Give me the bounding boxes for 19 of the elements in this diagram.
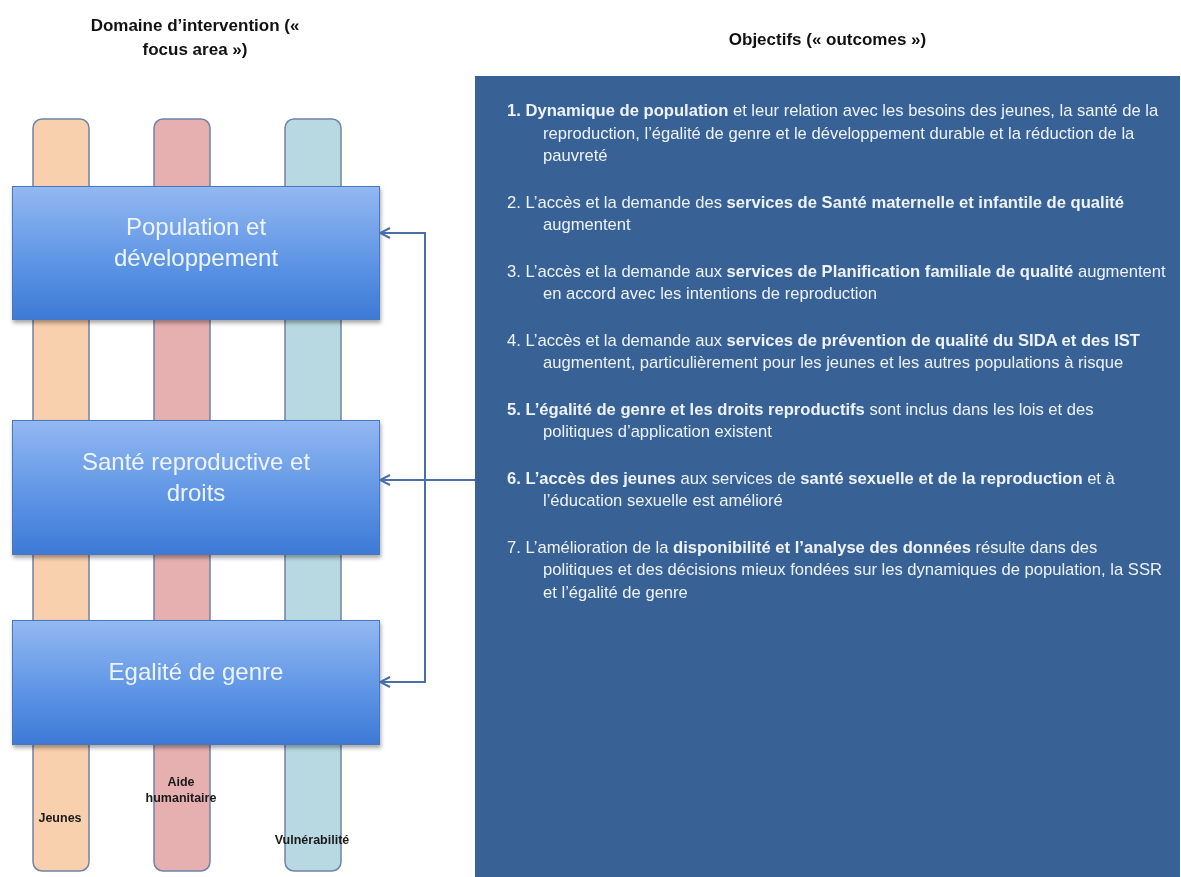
panel-heading: Objectifs (« outcomes »): [727, 29, 928, 51]
pillar-label: Vulnérabilité: [273, 832, 351, 848]
band-label: Santé reproductive et droits: [80, 446, 312, 508]
connector-arrow: [379, 479, 476, 688]
outcome-item: 3. L’accès et la demande aux services de Planification familiale de qualité augmentent en accord avec les intentions de reproduction: [507, 260, 1166, 305]
column-heading: Domaine d’intervention (« focus area »): [89, 15, 301, 61]
band-label: Egalité de genre: [107, 657, 285, 687]
outcome-item: 1. Dynamique de population et leur relation avec les besoins des jeunes, la santé de la reproduction, l’égalité de genre et le développement durable et la réduction de la pauvreté: [507, 100, 1160, 167]
focus-area-band: [12, 186, 380, 320]
outcome-item: 2. L’accès et la demande des services de Santé maternelle et infantile de qualité augmentent: [507, 191, 1126, 236]
focus-area-band: [12, 420, 380, 555]
outcome-item: 7. L’amélioration de la disponibilité et l’analyse des données résulte dans des politiques et des décisions mieux fondées sur les dynamiques de population, la SSR et l’égalité de genre: [507, 536, 1163, 604]
band-label: Population et développement: [112, 212, 280, 273]
pillar-label: Aide humanitaire: [144, 774, 218, 806]
outcome-item: 4. L’accès et la demande aux services de prévention de qualité du SIDA et des IST augmentent, particulièrement pour les jeunes et les autres populations à risque: [507, 329, 1141, 374]
outcome-item: 5. L’égalité de genre et les droits reproductifs sont inclus dans les lois et des politiques d’application existent: [507, 398, 1095, 443]
pillar-label: Jeunes: [37, 810, 83, 826]
focus-area-band: [12, 620, 380, 745]
outcome-item: 6. L’accès des jeunes aux services de santé sexuelle et de la reproduction et à l’éducation sexuelle est amélioré: [507, 467, 1116, 512]
